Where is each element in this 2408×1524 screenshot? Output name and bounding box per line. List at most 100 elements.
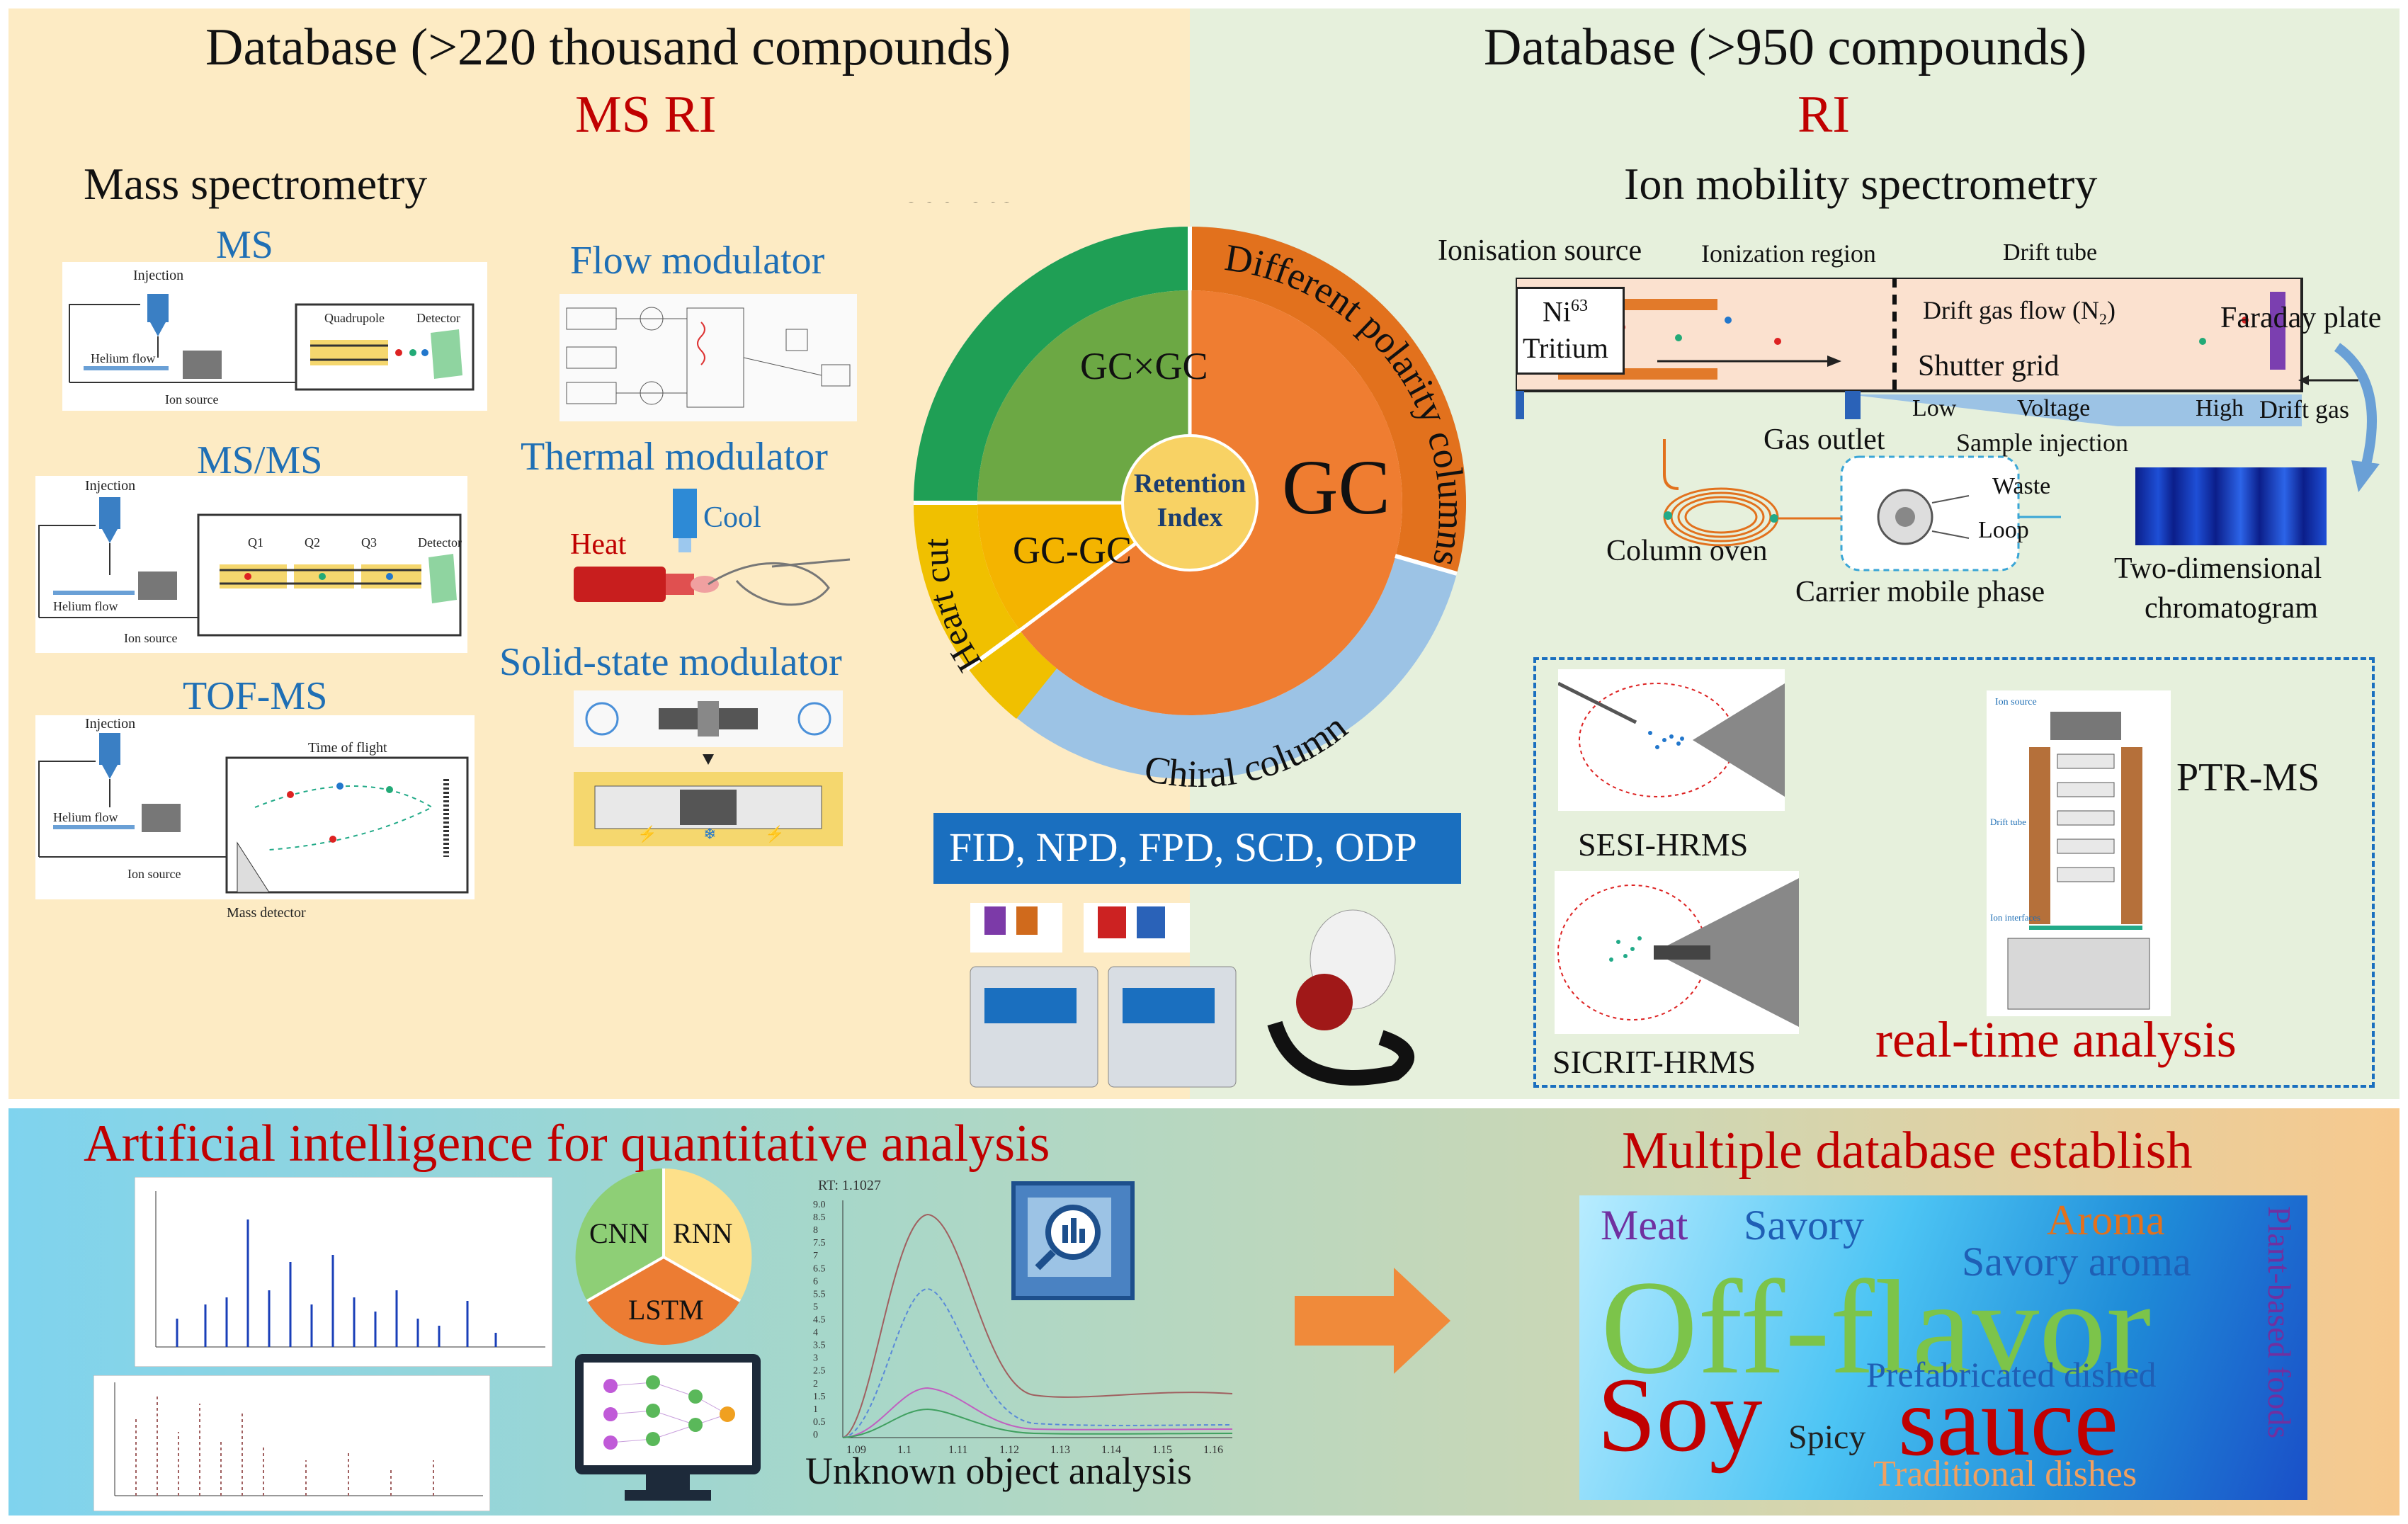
- gc-instruments-illustration: [970, 903, 1414, 1088]
- ionisation-source-label: Ionisation source: [1438, 234, 1642, 267]
- tof-mass-detector-label: Mass detector: [227, 905, 306, 921]
- tofms-schematic: Injection Helium flow Ion source Time of…: [35, 715, 475, 921]
- msms-detector-label: Detector: [418, 535, 462, 550]
- word-soy: Soy: [1597, 1356, 1763, 1474]
- svg-text:⚡: ⚡: [765, 825, 784, 843]
- loop-label: Loop: [1978, 517, 2029, 543]
- x-tick-label: 1.1: [897, 1444, 911, 1456]
- rt-readout: RT: 1.1027: [818, 1178, 881, 1193]
- ms-heading: MS: [216, 223, 273, 267]
- y-tick-label: 3: [813, 1353, 818, 1364]
- column-oven-label: Column oven: [1606, 535, 1768, 567]
- sicrit-illustration: [1555, 871, 1799, 1034]
- segment-gcxgc: [977, 290, 1190, 503]
- msms-q3-label: Q3: [361, 535, 377, 550]
- flow-modulator-heading: Flow modulator: [570, 239, 825, 283]
- ms-injection-label: Injection: [133, 268, 183, 283]
- ptr-ms-label: PTR-MS: [2176, 756, 2320, 800]
- right-title: Database (>950 compounds): [1484, 18, 2087, 76]
- ptr-ion-interfaces-label: Ion interfaces: [1990, 912, 2040, 923]
- msms-q2-label: Q2: [305, 535, 320, 550]
- svg-text:❄: ❄: [703, 825, 716, 843]
- real-time-analysis-label: real-time analysis: [1875, 1011, 2237, 1068]
- y-tick-label: 0.5: [813, 1417, 826, 1428]
- two-dimensional-chromatogram: [2135, 467, 2327, 545]
- word-plant-based: Plant-based foods: [2261, 1206, 2298, 1439]
- ptr-drift-tube-label: Drift tube: [1990, 817, 2026, 827]
- y-tick-label: 2: [813, 1379, 818, 1389]
- x-tick-label: 1.16: [1203, 1444, 1223, 1456]
- orange-arrow-icon: [1295, 1268, 1450, 1374]
- msms-injection-label: Injection: [85, 478, 135, 494]
- msms-schematic: Injection Helium flow Ion source Q1 Q2 Q…: [35, 476, 467, 653]
- unknown-object-chromatogram: RT: 1.1027 9.08.587.576.565.554.543.532.…: [813, 1178, 1233, 1456]
- right-subtitle: RI: [1798, 86, 1850, 144]
- gcgc-label: GC-GC: [1013, 529, 1132, 572]
- ionization-region-label: Ionization region: [1701, 239, 1876, 268]
- drift-gas-label: Drift gas: [2259, 395, 2349, 423]
- msms-ion-source-label: Ion source: [124, 631, 177, 645]
- ims-drift-tube: eeeee: [1516, 278, 2358, 426]
- y-tick-label: 7.5: [813, 1238, 826, 1249]
- y-tick-label: 8.5: [813, 1212, 826, 1223]
- tritium-label: Tritium: [1523, 332, 1608, 364]
- cnn-label: CNN: [589, 1217, 649, 1249]
- drift-tube-label: Drift tube: [2003, 239, 2098, 266]
- drift-gas-flow-label: Drift gas flow (N2): [1923, 296, 2115, 329]
- ptr-ion-source-label: Ion source: [1995, 697, 2037, 707]
- waste-label: Waste: [1992, 473, 2051, 499]
- x-tick-label: 1.14: [1101, 1444, 1121, 1456]
- x-tick-label: 1.12: [999, 1444, 1019, 1456]
- word-aroma: Aroma: [2047, 1197, 2165, 1244]
- y-tick-label: 7: [813, 1251, 818, 1261]
- gcxgc-label: GC×GC: [1080, 345, 1208, 387]
- y-tick-label: 3.5: [813, 1341, 826, 1351]
- svg-text:⚡: ⚡: [637, 825, 657, 843]
- y-tick-label: 5: [813, 1302, 818, 1312]
- tof-label: Time of flight: [308, 740, 387, 756]
- word-savory-aroma: Savory aroma: [1962, 1239, 2191, 1285]
- solid-state-modulator-diagram: ⚡ ⚡ ❄: [574, 690, 843, 846]
- word-cloud: Meat Savory Aroma Savory aroma Off-flavo…: [1579, 1195, 2307, 1500]
- rnn-label: RNN: [673, 1217, 732, 1249]
- x-tick-label: 1.13: [1050, 1444, 1070, 1456]
- ms-helium-label: Helium flow: [91, 351, 156, 365]
- word-traditional: Traditional dishes: [1873, 1454, 2137, 1494]
- shutter-grid-label: Shutter grid: [1918, 350, 2060, 382]
- detectors-label: FID, NPD, FPD, SCD, ODP: [949, 824, 1417, 870]
- heat-label: Heat: [570, 528, 627, 561]
- nn-model-pie: CNN RNN LSTM: [575, 1168, 752, 1346]
- ni-tritium-box: [1516, 287, 1625, 375]
- thermal-modulator-diagram: [574, 489, 851, 606]
- two-dim-label-line2: chromatogram: [2145, 592, 2318, 625]
- lstm-label: LSTM: [628, 1294, 704, 1326]
- y-tick-label: 1: [813, 1404, 818, 1415]
- tof-ion-source-label: Ion source: [127, 867, 181, 881]
- left-title: Database (>220 thousand compounds): [205, 18, 1011, 76]
- retention-label: Retention: [1134, 469, 1246, 499]
- column-oven-diagram: [1663, 439, 2061, 572]
- index-label: Index: [1157, 503, 1223, 533]
- ims-heading: Ion mobility spectrometry: [1624, 159, 2098, 209]
- ai-title: Artificial intelligence for quantitative…: [84, 1115, 1050, 1173]
- carrier-mobile-phase-label: Carrier mobile phase: [1795, 576, 2045, 608]
- y-tick-label: 6.5: [813, 1263, 826, 1274]
- word-savory: Savory: [1744, 1202, 1864, 1249]
- y-tick-label: 9.0: [813, 1200, 826, 1210]
- y-tick-label: 1.5: [813, 1392, 826, 1402]
- word-off-flavor: Off-flavor: [1601, 1253, 2152, 1402]
- word-spicy: Spicy: [1788, 1418, 1866, 1456]
- mass-spectrum-1: [135, 1177, 552, 1367]
- sicrit-label: SICRIT-HRMS: [1552, 1044, 1756, 1080]
- gc-label: GC: [1282, 444, 1390, 530]
- msms-q1-label: Q1: [248, 535, 263, 550]
- sesi-illustration: [1558, 669, 1785, 811]
- tofms-heading: TOF-MS: [183, 674, 328, 718]
- y-tick-label: 5.5: [813, 1289, 826, 1300]
- gc-donut-chart: Modulator Different polarity columns Chi…: [868, 202, 1473, 795]
- word-sauce: sauce: [1898, 1367, 2118, 1477]
- mass-spectrometry-heading: Mass spectrometry: [84, 159, 428, 209]
- y-tick-label: 4.5: [813, 1315, 826, 1326]
- y-tick-label: 2.5: [813, 1366, 826, 1377]
